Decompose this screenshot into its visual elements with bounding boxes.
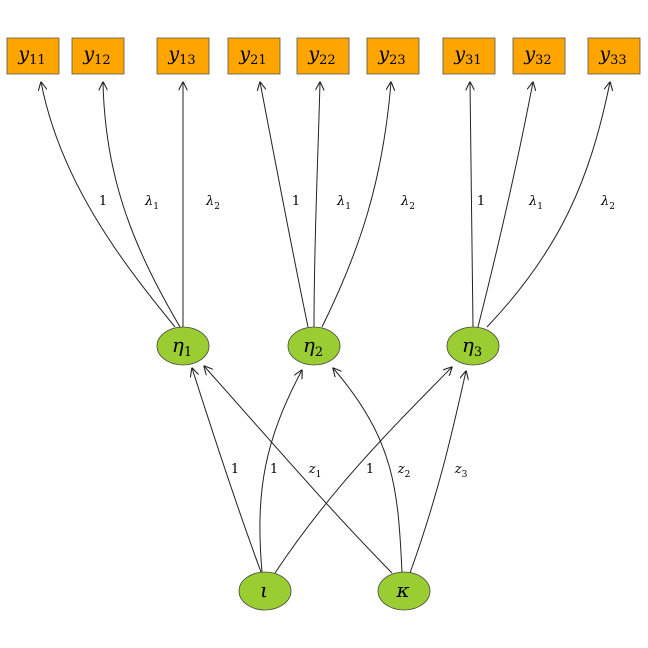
latent-node-kappa: κ <box>377 571 431 611</box>
nodes-layer: y11 y12 y13 y21 y22 y23 y31 y32 y33 η1 η2 η3 ι κ <box>6 37 641 611</box>
latent-node-eta3: η3 <box>446 326 500 366</box>
observed-node-label: y33 <box>598 43 626 68</box>
edge-label: z2 <box>397 462 411 480</box>
edge-eta1-to-y12 <box>103 82 181 328</box>
latent-node-label: η1 <box>172 333 192 360</box>
observed-node-box <box>512 37 566 75</box>
latent-node-label: η2 <box>303 333 323 360</box>
edge-arrow <box>477 82 533 328</box>
observed-node-label: y21 <box>238 43 266 68</box>
edge-eta2-to-y23 <box>321 82 391 328</box>
edge-eta2-to-y22 <box>313 82 320 328</box>
edge-kappa-to-eta1 <box>204 366 393 574</box>
edge-label: λ2 <box>205 194 220 212</box>
observed-node-label: y32 <box>523 43 551 68</box>
edge-label: λ1 <box>528 194 543 212</box>
observed-node-y23: y23 <box>366 37 420 75</box>
edge-label: 1 <box>292 194 300 209</box>
edges-layer <box>41 82 610 574</box>
latent-node-ellipse <box>446 326 500 366</box>
observed-node-y11: y11 <box>6 37 60 75</box>
edge-arrow <box>41 82 176 328</box>
observed-node-box <box>587 37 641 75</box>
edge-eta1-to-y11 <box>41 82 176 328</box>
edge-arrow <box>470 82 473 328</box>
edge-label: 1 <box>99 194 107 209</box>
observed-node-label: y23 <box>377 43 405 68</box>
edge-arrow <box>313 82 320 328</box>
observed-node-label: y12 <box>82 43 110 68</box>
edge-arrow <box>260 82 309 328</box>
edge-eta2-to-y21 <box>260 82 309 328</box>
observed-node-box <box>156 37 210 75</box>
observed-node-box <box>227 37 281 75</box>
edge-label: z3 <box>454 462 468 480</box>
observed-node-y32: y32 <box>512 37 566 75</box>
observed-node-box <box>296 37 350 75</box>
edge-label: λ1 <box>144 194 159 212</box>
edge-arrow <box>204 366 393 574</box>
edge-arrow <box>321 82 391 328</box>
latent-node-ellipse <box>287 326 341 366</box>
edge-arrow <box>333 368 403 573</box>
edge-label: λ1 <box>336 194 351 212</box>
observed-node-y12: y12 <box>71 37 125 75</box>
edge-label: 1 <box>231 462 239 477</box>
observed-node-label: y13 <box>167 43 195 68</box>
observed-node-y33: y33 <box>587 37 641 75</box>
observed-node-label: y11 <box>17 43 45 68</box>
observed-node-label: y31 <box>453 43 481 68</box>
edge-arrow <box>259 370 302 573</box>
latent-node-iota: ι <box>238 571 292 611</box>
observed-node-box <box>6 37 60 75</box>
edge-label: 1 <box>366 462 374 477</box>
edge-arrow <box>192 368 262 573</box>
edge-label: 1 <box>270 462 278 477</box>
latent-node-eta2: η2 <box>287 326 341 366</box>
observed-node-box <box>442 37 496 75</box>
edge-eta3-to-y33 <box>486 82 610 328</box>
edge-label: 1 <box>477 194 485 209</box>
observed-node-y13: y13 <box>156 37 210 75</box>
edge-arrow <box>409 371 466 574</box>
edge-kappa-to-eta2 <box>333 368 403 573</box>
edge-arrow <box>274 367 452 574</box>
latent-node-label: κ <box>395 578 409 602</box>
edge-eta3-to-y32 <box>477 82 533 328</box>
latent-node-ellipse <box>377 571 431 611</box>
edge-labels-layer: 1 λ1 λ2 1 λ1 λ2 1 λ1 λ2 1 1 1 z1 z2 z3 <box>99 194 615 480</box>
latent-node-ellipse <box>238 571 292 611</box>
observed-node-y31: y31 <box>442 37 496 75</box>
latent-node-label: ι <box>260 578 268 602</box>
edge-label: z1 <box>308 462 322 480</box>
observed-node-box <box>71 37 125 75</box>
observed-node-label: y22 <box>307 43 335 68</box>
observed-node-y22: y22 <box>296 37 350 75</box>
latent-node-eta1: η1 <box>156 326 210 366</box>
edge-arrow <box>486 82 610 328</box>
observed-node-box <box>366 37 420 75</box>
edge-iota-to-eta2 <box>259 370 302 573</box>
edge-label: λ2 <box>400 194 415 212</box>
edge-iota-to-eta3 <box>274 367 452 574</box>
edge-eta3-to-y31 <box>470 82 473 328</box>
edge-label: λ2 <box>600 194 615 212</box>
latent-node-label: η3 <box>462 333 482 360</box>
edge-arrow <box>103 82 181 328</box>
observed-node-y21: y21 <box>227 37 281 75</box>
edge-iota-to-eta1 <box>192 368 262 573</box>
latent-node-ellipse <box>156 326 210 366</box>
edge-kappa-to-eta3 <box>409 371 466 574</box>
